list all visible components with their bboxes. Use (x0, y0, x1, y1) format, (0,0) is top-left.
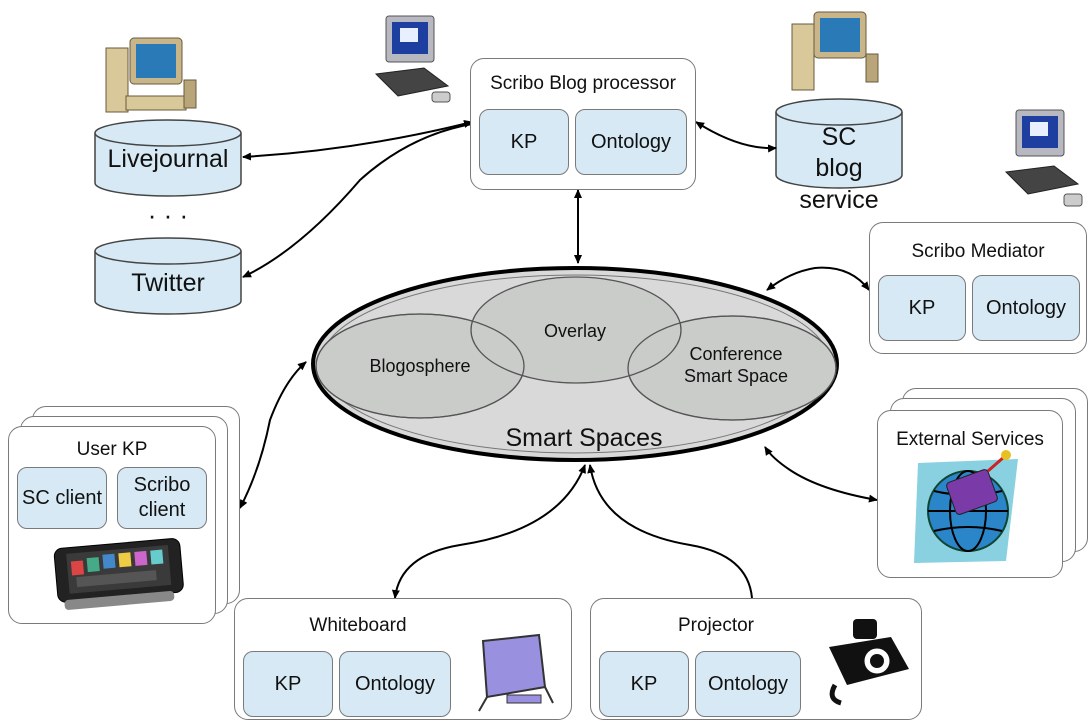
blog-processor-ontology: Ontology (575, 109, 687, 175)
projector-title: Projector (677, 615, 755, 636)
user-kp-title: User KP (76, 439, 148, 460)
arrow-projector-smartspaces (587, 464, 753, 599)
blog-processor-title: Scribo Blog processor (490, 73, 676, 94)
whiteboard-title: Whiteboard (309, 615, 407, 636)
desktop-computer-icon (791, 11, 879, 91)
arrow-processor-twitter (242, 123, 473, 278)
mediator-ontology: Ontology (972, 275, 1080, 341)
blog-processor-panel: Scribo Blog processor KP Ontology (470, 58, 696, 190)
arrow-whiteboard-smartspaces (391, 464, 586, 599)
sc-blog-label: SC blog service (799, 123, 879, 214)
twitter-cylinder (94, 237, 242, 315)
projector-panel: Projector KP Ontology (590, 598, 922, 720)
scribo-client-box: Scribo client (117, 467, 207, 529)
livejournal-cylinder (94, 119, 242, 197)
smart-spaces-label: Smart Spaces (505, 424, 663, 452)
whiteboard-ontology: Ontology (339, 651, 451, 717)
globe-network-icon (914, 450, 1018, 563)
whiteboard-icon (478, 633, 554, 712)
desktop-computer-icon (1004, 109, 1083, 207)
ellipsis: · · · (147, 200, 189, 230)
arrow-processor-scblog (695, 121, 777, 153)
mediator-panel: Scribo Mediator KP Ontology (869, 222, 1087, 354)
blog-processor-kp: KP (479, 109, 569, 175)
blogosphere-label: Blogosphere (369, 356, 471, 376)
desktop-computer-icon (105, 37, 197, 113)
arrow-external-smartspaces (764, 446, 878, 503)
sc-client-box: SC client (17, 467, 107, 529)
projector-kp: KP (599, 651, 689, 717)
connector-arrows (239, 120, 878, 599)
external-services-panel: External Services (877, 410, 1063, 578)
tablet-device-icon (53, 538, 184, 610)
arrow-processor-livejournal (242, 120, 473, 161)
desktop-computer-icon (374, 15, 451, 103)
livejournal-label: Livejournal (107, 145, 229, 173)
projector-ontology: Ontology (695, 651, 801, 717)
arrow-userkp-smartspaces (239, 361, 307, 509)
twitter-label: Twitter (131, 269, 205, 297)
whiteboard-panel: Whiteboard KP Ontology (234, 598, 572, 720)
smart-spaces-ellipse (311, 266, 839, 462)
conference-smart-space-label: Conference Smart Space (683, 344, 789, 386)
whiteboard-kp: KP (243, 651, 333, 717)
user-kp-panel: User KP SC client Scribo client (8, 426, 216, 624)
mediator-kp: KP (878, 275, 966, 341)
overlay-label: Overlay (543, 321, 606, 341)
mediator-title: Scribo Mediator (911, 241, 1045, 262)
projector-icon (829, 619, 909, 706)
external-services-title: External Services (896, 429, 1044, 450)
arrow-mediator-smartspaces (766, 266, 870, 291)
sc-blog-cylinder (775, 98, 903, 189)
